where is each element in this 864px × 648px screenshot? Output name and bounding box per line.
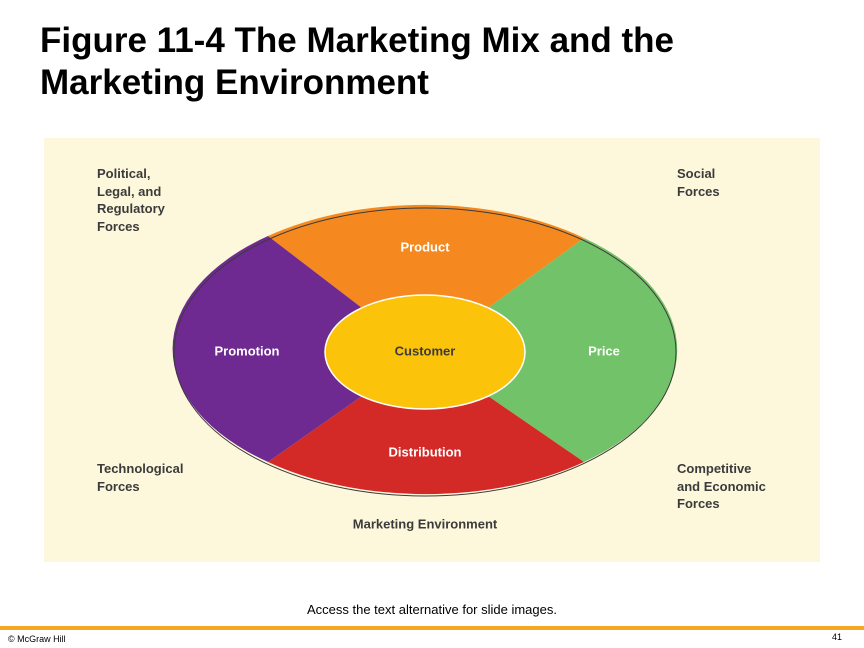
segment-product bbox=[268, 204, 584, 308]
diagram-canvas: Product Price Distribution Promotion Cus… bbox=[172, 204, 678, 531]
promotion-label: Promotion bbox=[215, 343, 280, 358]
page-number: 41 bbox=[831, 632, 842, 642]
distribution-label: Distribution bbox=[389, 444, 462, 459]
copyright-notice: © McGraw Hill bbox=[8, 634, 66, 644]
force-social: Social Forces bbox=[677, 166, 720, 199]
force-competitive-economic: Competitive and Economic Forces bbox=[677, 461, 766, 511]
customer-label: Customer bbox=[395, 343, 456, 358]
force-technological: Technological Forces bbox=[97, 461, 184, 494]
force-political-legal-regulatory: Political, Legal, and Regulatory Forces bbox=[97, 166, 165, 234]
segment-promotion bbox=[172, 236, 362, 462]
footer-divider bbox=[0, 626, 864, 630]
customer-ellipse bbox=[324, 294, 526, 410]
marketing-mix-diagram: Product Price Distribution Promotion Cus… bbox=[44, 138, 820, 562]
marketing-environment-label: Marketing Environment bbox=[353, 516, 498, 531]
segment-price bbox=[488, 238, 678, 462]
price-label: Price bbox=[588, 343, 620, 358]
slide-title: Figure 11-4 The Marketing Mix and the Ma… bbox=[40, 21, 675, 102]
segment-distribution bbox=[268, 396, 584, 495]
outer-ellipse-outline bbox=[173, 207, 677, 497]
product-label: Product bbox=[400, 239, 450, 254]
text-alternative-link[interactable]: Access the text alternative for slide im… bbox=[306, 602, 557, 617]
